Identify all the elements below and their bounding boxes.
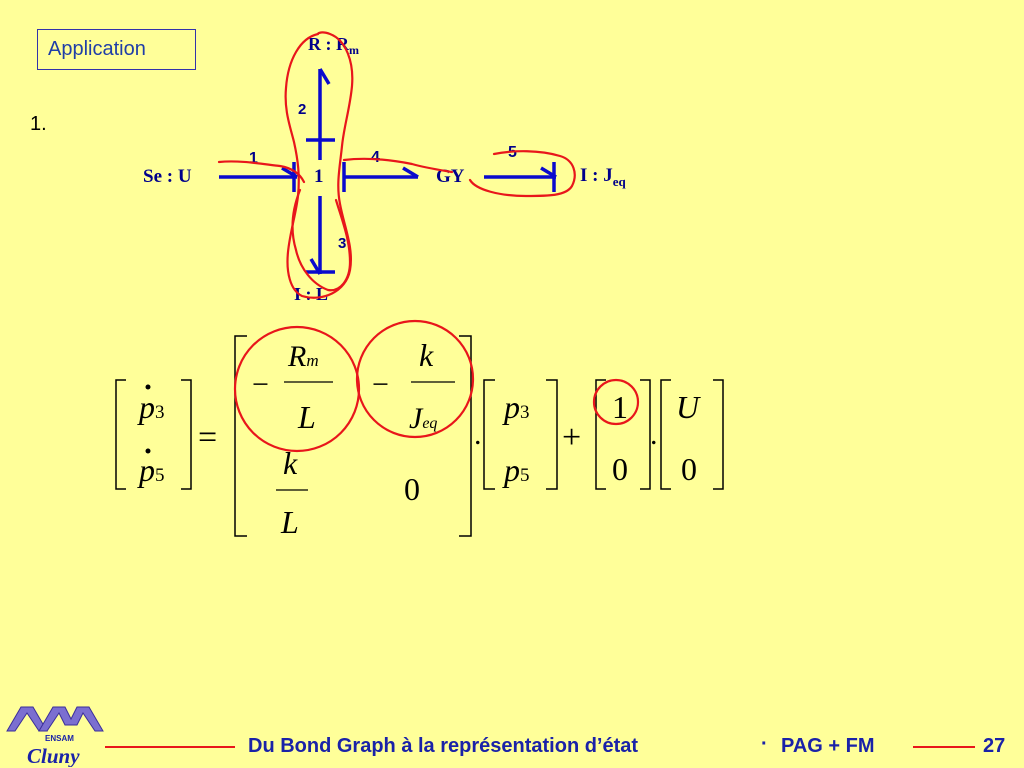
lhs-p3: p3 [137, 389, 165, 425]
annotation-loop-bond-5 [468, 150, 576, 198]
resistor-label: R : Rm [308, 34, 359, 57]
annotation-circle-b-top [592, 378, 640, 426]
b-bottom: 0 [612, 451, 628, 487]
product-dot-1: . [474, 418, 482, 451]
a11-denominator: L [297, 399, 316, 435]
state-equation: p3 p5 = − Rm L − k Jeq k L 0 . p3 p5 [115, 335, 724, 540]
a11-numerator: Rm [287, 340, 319, 373]
equals-sign: = [198, 419, 217, 456]
bond-number-2: 2 [298, 101, 306, 118]
source-label: Se : U [143, 166, 192, 187]
a21-denominator: L [280, 504, 299, 540]
a22-value: 0 [404, 471, 420, 507]
plus-sign: + [562, 419, 581, 456]
product-dot-2: . [650, 418, 658, 451]
bond-graph [219, 68, 557, 275]
footer-separator: · [761, 733, 768, 755]
b-top: 1 [612, 389, 628, 425]
footer-title: Du Bond Graph à la représentation d’état [248, 735, 639, 757]
annotation-stroke-bond-1 [217, 160, 306, 184]
footer-line-left [105, 746, 235, 748]
inertia-bottom-label: I : L [294, 284, 328, 304]
annotation-stroke-bond-4 [342, 157, 454, 174]
logo-ensam-text: ENSAM [45, 734, 74, 743]
lhs-p5-dot [145, 448, 151, 454]
b-brackets [595, 379, 651, 490]
junction-label: 1 [314, 166, 324, 187]
page-number: 27 [983, 735, 1006, 757]
bond-number-1: 1 [249, 150, 258, 167]
input-top: U [676, 389, 701, 425]
annotation-loop-inertia [291, 188, 352, 292]
annotation-circle-a11 [233, 325, 361, 453]
input-bottom: 0 [681, 451, 697, 487]
footer-line-right [913, 746, 975, 748]
ensam-cluny-logo: ENSAM Cluny [6, 706, 104, 767]
state-brackets [483, 379, 558, 490]
lhs-brackets [115, 379, 192, 490]
footer-authors: PAG + FM [781, 735, 875, 757]
a12-sign: − [372, 368, 389, 401]
input-brackets [660, 379, 724, 490]
bond-number-4: 4 [371, 149, 380, 166]
bond-2-half-arrow [318, 68, 331, 85]
state-p3: p3 [502, 389, 530, 425]
logo-cluny-text: Cluny [27, 744, 80, 767]
application-box: Application [37, 29, 196, 70]
matrix-a-brackets [234, 335, 472, 537]
a12-denominator: Jeq [409, 402, 437, 435]
annotation-circle-a12 [355, 319, 475, 439]
item-number: 1. [30, 113, 47, 135]
red-annotations [217, 31, 640, 453]
inertia-right-label: I : Jeq [580, 165, 627, 189]
state-p5: p5 [502, 452, 530, 488]
annotation-loop-resistor [284, 31, 354, 299]
bond-4-half-arrow [402, 166, 419, 179]
a21-numerator: k [283, 445, 298, 481]
lhs-p3-dot [145, 384, 151, 390]
lhs-p5: p5 [137, 452, 165, 488]
bond-number-3: 3 [338, 235, 346, 252]
a11-sign: − [252, 368, 269, 401]
a12-numerator: k [419, 337, 434, 373]
